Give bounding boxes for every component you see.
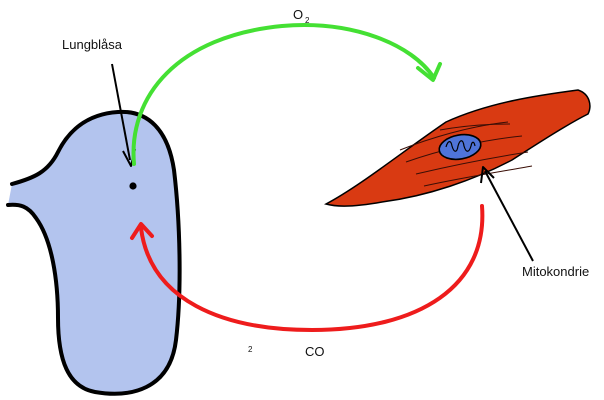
alveolus-shape: [8, 112, 180, 394]
mitochondrion-label: Mitokondrie: [522, 264, 589, 279]
co2-arrow: [141, 206, 482, 330]
co2-subscript: 2: [248, 345, 253, 354]
oxygen-arrow: [134, 25, 434, 164]
alveolus-label: Lungblåsa: [62, 37, 123, 52]
alveolus-point: [129, 182, 136, 189]
oxygen-label: O: [293, 7, 303, 22]
mitochondrion-pointer-arrow: [485, 171, 533, 261]
co2-label: CO: [305, 344, 325, 359]
oxygen-subscript: 2: [305, 16, 310, 25]
